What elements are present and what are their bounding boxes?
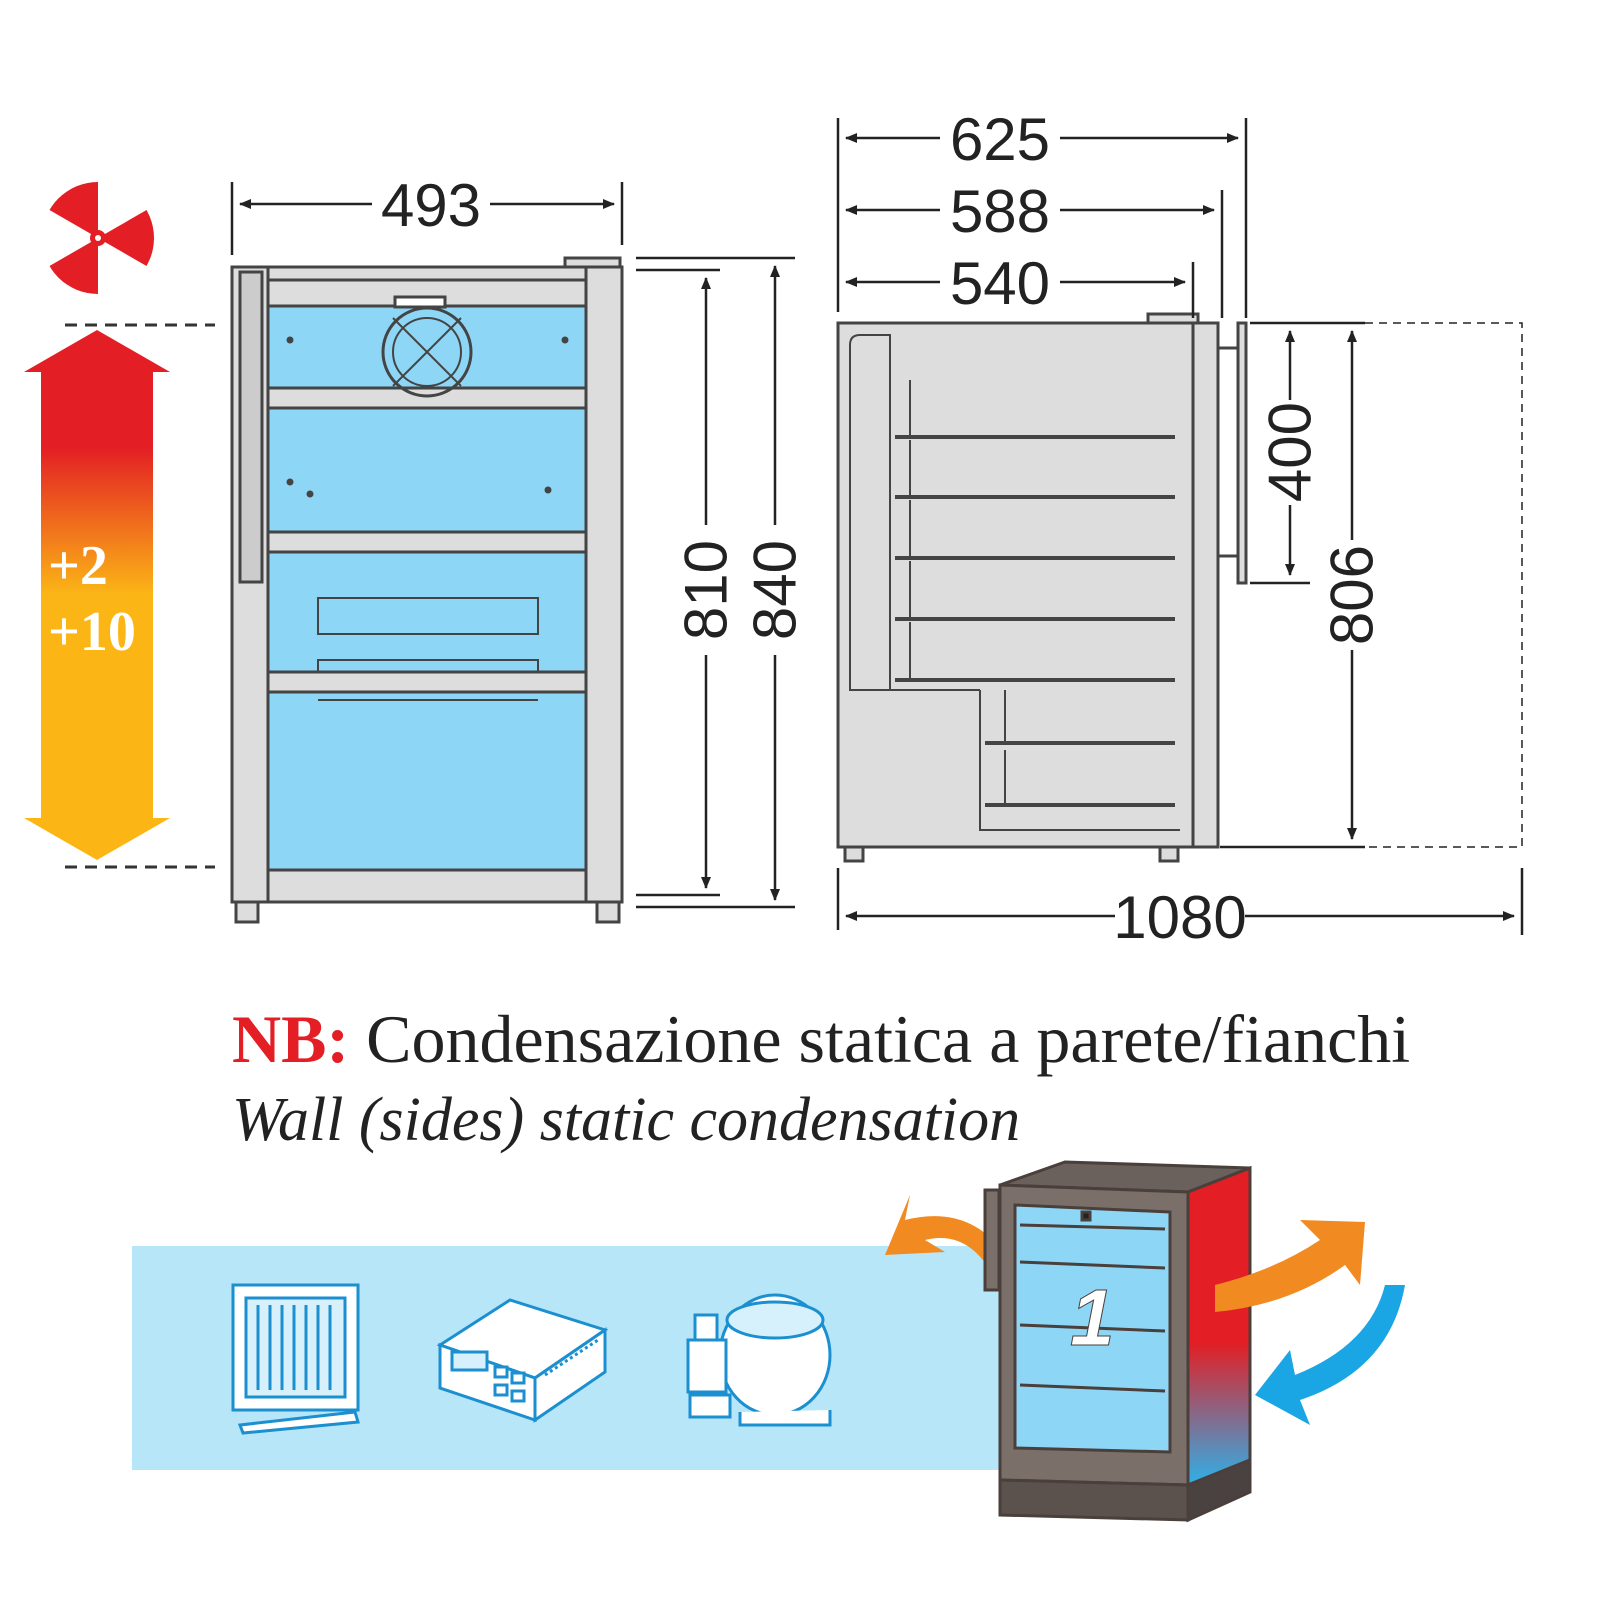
air-outlet-left-arrow — [885, 1195, 1000, 1270]
front-width-label: 493 — [381, 172, 481, 239]
evaporator-grille-icon — [231, 1283, 360, 1435]
depth-door-open-label: 1080 — [1113, 884, 1246, 951]
front-view-drawing — [230, 256, 624, 924]
note-text-italian: Condensazione statica a parete/fianchi — [366, 1001, 1411, 1077]
compressor-icon — [686, 1293, 832, 1427]
fan-forced-cooling-icon — [37, 177, 154, 299]
temperature-min-label: +2 — [48, 535, 108, 597]
total-height-label: 840 — [742, 540, 809, 640]
temperature-max-label: +10 — [48, 601, 136, 663]
condensation-note-italian: NB: Condensazione statica a parete/fianc… — [232, 1000, 1410, 1079]
note-prefix: NB: — [232, 1001, 350, 1077]
side-view-dimension-lines — [836, 118, 1524, 935]
handle-length-label: 400 — [1257, 402, 1324, 502]
depth-with-door-label: 588 — [950, 178, 1050, 245]
electronic-controller-icon — [436, 1298, 609, 1423]
body-height-label: 810 — [673, 540, 740, 640]
product-number-badge: 1 — [1070, 1273, 1115, 1362]
door-height-label: 806 — [1319, 545, 1386, 645]
depth-body-label: 540 — [950, 250, 1050, 317]
product-cabinet-illustration — [983, 1160, 1252, 1523]
depth-with-handle-label: 625 — [950, 106, 1050, 173]
air-outlet-right-arrow — [1215, 1220, 1365, 1312]
front-view-dimension-lines — [230, 182, 795, 909]
condensation-note-english: Wall (sides) static condensation — [232, 1086, 1021, 1154]
air-inlet-arrow — [1255, 1285, 1405, 1425]
temperature-range-arrow — [24, 323, 215, 869]
side-view-drawing — [836, 312, 1248, 863]
